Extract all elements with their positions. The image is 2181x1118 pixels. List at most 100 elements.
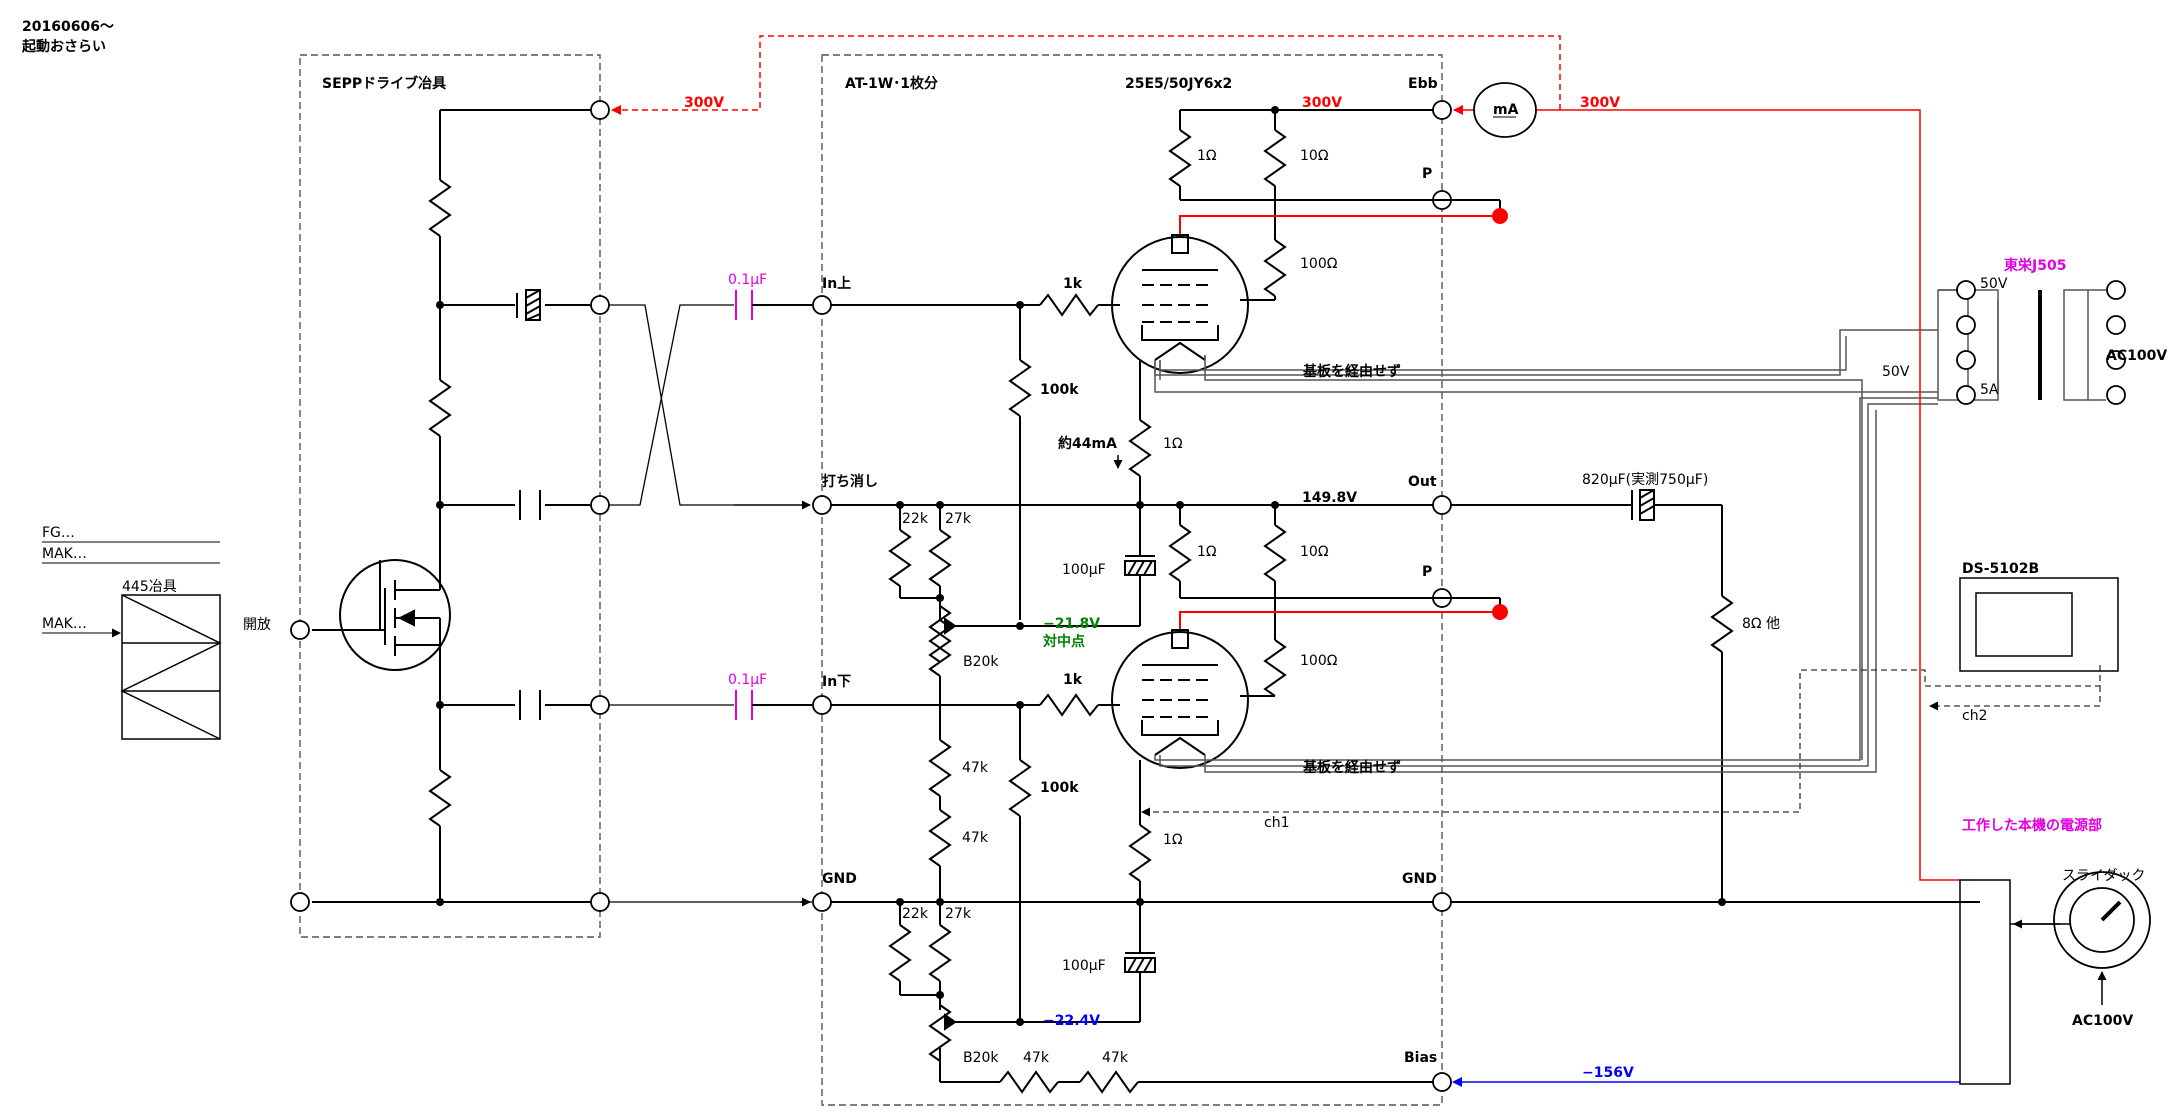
scope-label: DS-5102B <box>1962 561 2039 577</box>
milliammeter-label: mA <box>1493 102 1519 118</box>
amp-wiring <box>831 109 1980 1094</box>
r47k-d: 47k <box>1102 1050 1129 1066</box>
jig-cap-mid <box>519 490 541 520</box>
gnd-left-label: GND <box>822 871 857 887</box>
red-probe-top <box>1492 208 1508 224</box>
r-1ohm-c: 1Ω <box>1163 832 1183 848</box>
r-10ohm-b: 10Ω <box>1300 544 1329 560</box>
jig445-box <box>120 594 222 740</box>
transformer-label: 東栄J505 <box>2004 257 2066 274</box>
cross-wires <box>609 304 812 903</box>
jig-circuit <box>312 109 594 903</box>
v-minus21: −21.8V <box>1043 616 1100 632</box>
center-label: 対中点 <box>1042 633 1085 650</box>
cap-100uf-top <box>1124 555 1156 576</box>
r-1k-down: 1k <box>1063 672 1083 688</box>
a5-label: 5A <box>1980 382 1999 398</box>
r-10ohm-a: 10Ω <box>1300 148 1329 164</box>
v-minus22: −22.4V <box>1043 1013 1100 1029</box>
coupling-cap-up <box>735 290 812 320</box>
supply-300v-label: 300V <box>1580 95 1620 111</box>
transformer-terminals[interactable] <box>1956 280 2126 405</box>
r-1ohm-k: 1Ω <box>1163 436 1183 452</box>
plate-red-wires <box>1179 215 1500 632</box>
fg-label: FG… <box>42 525 75 541</box>
ac100-b: AC100V <box>2072 1013 2133 1029</box>
out-voltage: 149.8V <box>1302 490 1357 506</box>
r-100ohm-a: 100Ω <box>1300 256 1338 272</box>
gnd-right-label: GND <box>1402 871 1437 887</box>
r47k-c: 47k <box>1023 1050 1050 1066</box>
mak-label-2: MAK… <box>42 616 87 632</box>
ch1-label: ch1 <box>1264 815 1289 831</box>
vacuum-tube-top <box>1111 234 1249 374</box>
r-100k-down: 100k <box>1040 780 1079 796</box>
r-1ohm-b: 1Ω <box>1197 544 1217 560</box>
amp-box <box>821 54 1443 1106</box>
jig-300v-label: 300V <box>684 95 724 111</box>
ch2-label: ch2 <box>1962 708 1987 724</box>
v50-a: 50V <box>1980 276 2008 292</box>
b20k-a: B20k <box>963 654 999 670</box>
jig-300v-feed <box>611 35 1561 115</box>
slidac-label: スライダック <box>2062 868 2145 884</box>
header-date: 20160606～ <box>22 19 114 35</box>
supply-label: 工作した本機の電源部 <box>1962 817 2102 834</box>
oscilloscope <box>1959 577 2119 672</box>
r47k-a: 47k <box>962 760 989 776</box>
cap-820uf-label: 820μF(実測750μF) <box>1582 472 1708 488</box>
r47k-b: 47k <box>962 830 989 846</box>
mosfet-symbol <box>339 559 451 700</box>
b20k-b: B20k <box>963 1050 999 1066</box>
in-up-label: In上 <box>822 276 851 292</box>
r-1k-up: 1k <box>1063 276 1083 292</box>
slidac <box>2053 871 2151 969</box>
amp-box-label: AT-1W･1枚分 <box>845 75 938 92</box>
amp-output-terminals[interactable] <box>1432 100 1452 1092</box>
jig445-label: 445冶具 <box>122 579 177 595</box>
p-up-label: P <box>1422 166 1432 182</box>
c100u-a: 100μF <box>1062 562 1106 578</box>
jig-electrolytic-cap <box>516 289 541 321</box>
top-300v-label: 300V <box>1302 95 1342 111</box>
amp-junctions <box>896 106 1726 1026</box>
power-supply-box <box>1959 879 2011 1085</box>
mak-label-1: MAK… <box>42 546 87 562</box>
jig-terminals[interactable] <box>290 100 610 912</box>
supply-300v-line <box>1453 105 1960 881</box>
jig-junctions <box>436 301 444 906</box>
r22k-b: 22k <box>902 906 929 922</box>
v50-b: 50V <box>1882 364 1910 380</box>
out-label: Out <box>1408 474 1437 490</box>
ac100-a: AC100V <box>2106 348 2167 364</box>
load-label: 8Ω 他 <box>1742 616 1780 632</box>
r22k-a: 22k <box>902 511 929 527</box>
transformer <box>1937 289 2106 401</box>
jig-box-label: SEPPドライブ冶具 <box>322 75 446 92</box>
vacuum-tube-bottom <box>1111 629 1249 769</box>
coupling-cap-down <box>735 690 812 720</box>
in-down-label: In下 <box>822 674 851 690</box>
cap-01uf-down-label: 0.1μF <box>728 672 767 688</box>
bias-voltage-label: −156V <box>1582 1065 1634 1081</box>
c100u-b: 100μF <box>1062 958 1106 974</box>
potentiometer-top <box>928 605 957 663</box>
red-probe-bottom <box>1492 604 1508 620</box>
tube-type-label: 25E5/50JY6x2 <box>1125 76 1232 92</box>
cancel-label: 打ち消し <box>822 473 878 490</box>
bias-label: Bias <box>1404 1050 1437 1066</box>
r-1ohm-a: 1Ω <box>1197 148 1217 164</box>
milliammeter <box>1473 82 1537 138</box>
heater-note-bottom: 基板を経由せず <box>1303 759 1401 776</box>
scope-probe-lines <box>1141 665 2101 817</box>
open-label: 開放 <box>243 617 271 633</box>
r-100k-up: 100k <box>1040 382 1079 398</box>
cap-100uf-bottom <box>1124 952 1156 973</box>
cap-01uf-up-label: 0.1μF <box>728 272 767 288</box>
heater-wires <box>1154 329 1938 773</box>
r-100ohm-b: 100Ω <box>1300 653 1338 669</box>
r27k-b: 27k <box>945 906 972 922</box>
p-down-label: P <box>1422 564 1432 580</box>
ebb-label: Ebb <box>1408 76 1438 92</box>
